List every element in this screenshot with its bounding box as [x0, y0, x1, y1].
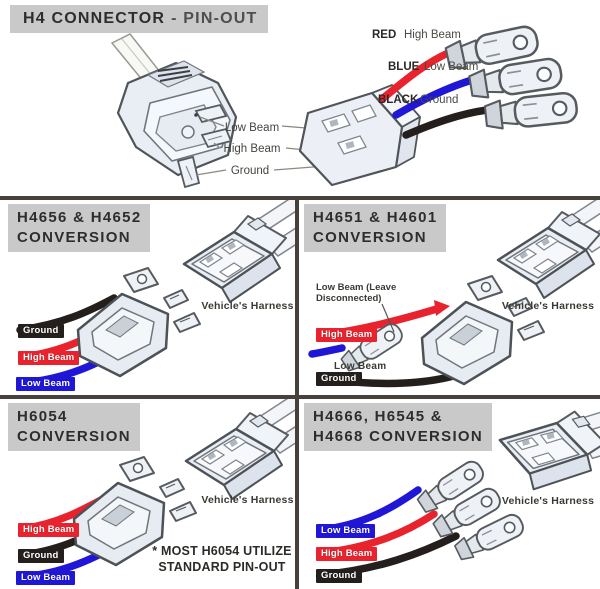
- panel-title-line1: H6054: [17, 408, 68, 425]
- pin-label-ground: Ground: [231, 165, 269, 177]
- note-leader-line: [381, 303, 395, 333]
- pin-label-high-beam: High Beam: [224, 143, 281, 155]
- wire-chip-low-beam: Low Beam: [16, 571, 76, 585]
- wire-label-red-function: High Beam: [404, 29, 461, 41]
- wire-label-black-function: Ground: [420, 94, 458, 106]
- panel-title-line2: H4668 CONVERSION: [313, 427, 484, 445]
- low-beam-stub-label: Low Beam: [334, 361, 387, 372]
- panel-title-line2: CONVERSION: [17, 427, 131, 445]
- wire-label-black: BLACK: [378, 94, 419, 106]
- h6054-footnote: * MOST H6054 UTILIZE STANDARD PIN-OUT: [148, 543, 295, 576]
- pin-labels: [195, 116, 353, 176]
- panel-h6054-title: H6054 CONVERSION: [8, 403, 140, 451]
- wire-chip-high-beam: High Beam: [316, 547, 378, 561]
- panel-h4656-title: H4656 & H4652 CONVERSION: [8, 204, 151, 252]
- divider-middle: [0, 395, 600, 399]
- panel-title-line1: H4651 & H4601: [313, 209, 438, 226]
- divider-top: [0, 196, 600, 200]
- wire-chip-ground: Ground: [316, 569, 362, 583]
- panel-h4651-title: H4651 & H4601 CONVERSION: [304, 204, 447, 252]
- vehicle-harness-connector: [184, 399, 295, 501]
- page-title: H4 CONNECTOR - PIN-OUT: [10, 5, 268, 33]
- wire-label-blue-function: Low Beam: [424, 61, 478, 73]
- footnote-line2: STANDARD PIN-OUT: [158, 560, 286, 575]
- note-line2: Disconnected): [316, 293, 382, 305]
- panel-title-line2: CONVERSION: [313, 228, 427, 246]
- pinout-illustration: Low Beam High Beam Ground RED High Beam …: [110, 25, 580, 189]
- panel-title-line2: CONVERSION: [17, 228, 131, 246]
- panel-title-line1: H4666, H6545 &: [313, 408, 443, 425]
- black-wire-terminal: [483, 90, 580, 132]
- vehicle-harness-label: Vehicle's Harness: [201, 300, 294, 312]
- pin-label-low-beam: Low Beam: [225, 122, 279, 134]
- leave-disconnected-note: Low Beam (Leave Disconnected): [316, 282, 426, 305]
- wire-chip-ground: Ground: [316, 372, 362, 386]
- panel-title-line1: H4656 & H4652: [17, 209, 142, 226]
- wire-label-red: RED: [372, 29, 396, 41]
- wire-chip-ground: Ground: [18, 549, 64, 563]
- panel-h4656-h4652: H4656 & H4652 CONVERSION Vehicle's Harne…: [0, 200, 295, 395]
- page-title-primary: H4 CONNECTOR: [23, 10, 166, 27]
- h4-plug-illustration: [110, 33, 238, 189]
- vehicle-harness-label: Vehicle's Harness: [501, 300, 595, 312]
- wire-chip-low-beam: Low Beam: [316, 524, 376, 538]
- panel-h4666-h6545-h4668: H4666, H6545 & H4668 CONVERSION Vehicle'…: [298, 399, 600, 589]
- divider-vertical: [295, 196, 299, 589]
- wire-label-blue: BLUE: [388, 61, 420, 73]
- wire-chip-high-beam: High Beam: [18, 351, 80, 365]
- wire-chip-high-beam: High Beam: [18, 523, 80, 537]
- pinout-wires: [378, 49, 491, 139]
- vehicle-harness-label: Vehicle's Harness: [201, 494, 294, 506]
- vehicle-harness-label: Vehicle's Harness: [501, 495, 595, 507]
- vehicle-harness-connector: [182, 200, 295, 304]
- panel-h6054: H6054 CONVERSION Vehicle's Harness High …: [0, 399, 295, 589]
- footnote-line1: * MOST H6054 UTILIZE: [152, 544, 292, 558]
- panel-h4651-h4601: H4651 & H4601 CONVERSION Vehicle's Harne…: [298, 200, 600, 395]
- h4-socket-connector: [76, 266, 202, 378]
- wire-chip-high-beam: High Beam: [316, 328, 378, 342]
- page-title-secondary: - PIN-OUT: [171, 10, 258, 27]
- wire-chip-low-beam: Low Beam: [16, 377, 76, 391]
- panel-h4666-title: H4666, H6545 & H4668 CONVERSION: [304, 403, 493, 451]
- vehicle-harness-connector: [496, 200, 600, 300]
- wire-chip-ground: Ground: [18, 324, 64, 338]
- h4-socket-connector: [420, 274, 546, 386]
- note-line1: Low Beam (Leave: [316, 282, 397, 293]
